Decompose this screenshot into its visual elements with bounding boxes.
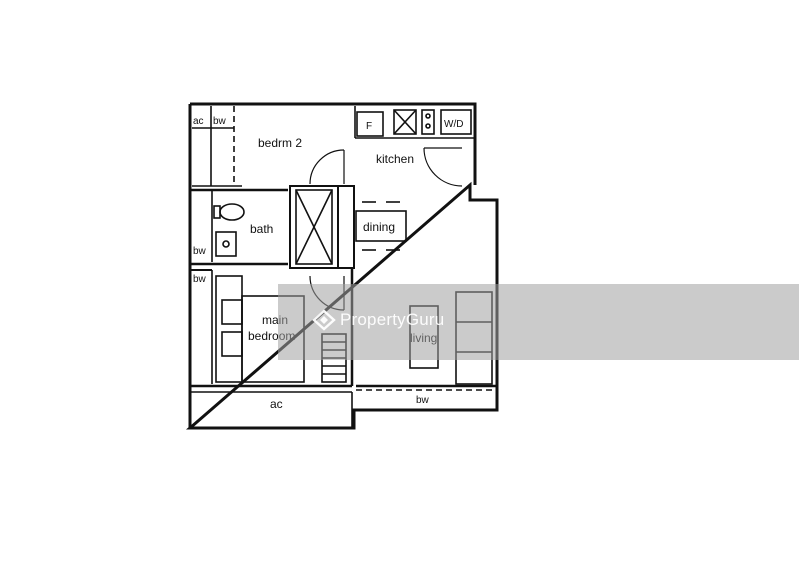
- ac-top-label: ac: [193, 116, 204, 127]
- bath-walls: [190, 185, 355, 269]
- kitchen-label: kitchen: [376, 152, 414, 166]
- fridge-label: F: [366, 121, 372, 132]
- bedroom2-label: bedrm 2: [258, 136, 302, 150]
- bedroom2-wardrobe: [192, 106, 242, 187]
- outer-walls: [185, 102, 499, 430]
- bw-bath-label: bw: [193, 246, 207, 257]
- watermark-band: [278, 284, 799, 360]
- bw-bottom-label: bw: [416, 395, 430, 406]
- bath-label: bath: [250, 222, 273, 236]
- bath-fixtures: [213, 203, 245, 257]
- washer-dryer-label: W/D: [444, 119, 463, 130]
- propertyguru-logo-icon: [312, 309, 336, 331]
- kitchen-counter: [354, 106, 475, 139]
- dining-table: [355, 201, 407, 251]
- ac-bottom-label: ac: [270, 397, 283, 411]
- watermark-text: PropertyGuru: [340, 310, 445, 329]
- watermark: PropertyGuru: [312, 309, 444, 331]
- ac-ledge: [190, 384, 353, 428]
- bw-main-label: bw: [193, 274, 207, 285]
- dining-label: dining: [363, 220, 395, 234]
- bw-top-label: bw: [213, 116, 227, 127]
